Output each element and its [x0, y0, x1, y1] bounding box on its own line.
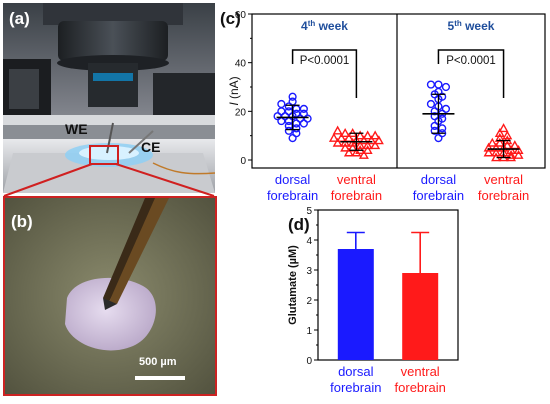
y-tick-label: 3: [306, 266, 312, 277]
data-point: [513, 145, 524, 155]
y-axis-label: Glutamate (µM): [287, 245, 299, 325]
subplot-title: 5th week: [448, 19, 495, 34]
y-tick-label: 60: [235, 10, 247, 21]
scale-bar-label: 500 µm: [139, 356, 177, 368]
category-label-line1: dorsal: [421, 172, 457, 187]
microscope-photo: WE CE (a): [3, 3, 215, 193]
data-point: [483, 142, 494, 152]
data-point: [355, 140, 366, 150]
panel-b-label: (b): [11, 212, 33, 231]
data-point: [441, 82, 451, 92]
tissue-photo: (b) 500 µm: [3, 196, 217, 396]
data-point: [288, 92, 297, 101]
zoom-connector: [3, 163, 215, 197]
panel-d-label: (d): [288, 215, 310, 234]
y-tick-label: 40: [235, 59, 247, 70]
data-point: [426, 99, 436, 109]
data-point: [483, 147, 494, 157]
category-label-line1: dorsal: [275, 172, 311, 187]
data-point: [340, 137, 351, 147]
data-point: [277, 99, 286, 109]
bar: [402, 273, 439, 360]
y-axis-label-symbol: I: [227, 102, 241, 106]
y-tick-label: 5: [306, 206, 312, 217]
data-point: [277, 107, 286, 116]
we-label: WE: [65, 121, 88, 137]
data-point: [340, 142, 351, 152]
data-point: [332, 137, 343, 147]
subplot-title: 4th week: [301, 19, 348, 34]
data-point: [491, 147, 502, 157]
data-point: [502, 130, 513, 140]
p-value-label: P<0.0001: [446, 55, 496, 67]
y-tick-label: 4: [306, 236, 312, 247]
category-label-line1: ventral: [401, 364, 440, 379]
data-point: [434, 80, 443, 89]
y-tick-label: 1: [306, 326, 312, 337]
category-label-line1: dorsal: [338, 364, 374, 379]
category-label-line1: ventral: [484, 172, 523, 187]
data-point: [343, 147, 354, 157]
data-point: [358, 135, 369, 145]
data-point: [494, 137, 505, 147]
data-point: [358, 149, 369, 159]
data-point: [498, 123, 509, 133]
data-point: [487, 137, 498, 147]
significance-bracket: [437, 49, 505, 98]
y-axis-label-unit: (nA): [227, 76, 241, 102]
zoom-box: [89, 145, 119, 165]
data-point: [292, 104, 301, 114]
data-point: [362, 130, 373, 140]
data-point: [328, 132, 339, 142]
category-label-line2: forebrain: [331, 188, 382, 203]
data-point: [506, 149, 517, 159]
category-label-line1: ventral: [337, 172, 376, 187]
y-axis-label: I (nA): [227, 76, 241, 105]
data-point: [366, 135, 377, 145]
data-point: [347, 137, 358, 147]
data-point: [299, 104, 308, 114]
data-point: [284, 126, 293, 135]
data-point: [494, 127, 505, 137]
significance-bracket: [291, 49, 358, 98]
y-tick-label: 0: [306, 356, 312, 367]
category-label-line2: forebrain: [267, 188, 318, 203]
data-point: [373, 135, 384, 145]
category-label-line2: forebrain: [413, 188, 464, 203]
panel-a-label: (a): [9, 9, 30, 28]
data-point: [441, 104, 451, 114]
y-tick-label: 2: [306, 296, 312, 307]
data-point: [426, 80, 436, 89]
data-point: [506, 145, 517, 155]
p-value-label: P<0.0001: [300, 55, 350, 67]
data-point: [362, 140, 373, 150]
category-label-line2: forebrain: [330, 380, 381, 395]
tissue-illustration: [5, 198, 215, 394]
data-point: [362, 145, 373, 155]
plot-frame: [251, 13, 546, 169]
bar: [337, 249, 374, 360]
data-point: [332, 125, 343, 135]
data-point: [491, 142, 502, 152]
category-label-line2: forebrain: [478, 188, 529, 203]
ce-label: CE: [141, 139, 161, 155]
data-point: [370, 130, 381, 140]
category-label-line2: forebrain: [395, 380, 446, 395]
data-point: [370, 140, 381, 150]
panel-c-label: (c): [220, 9, 241, 28]
y-tick-label: 20: [235, 107, 247, 118]
data-point: [351, 147, 362, 157]
y-tick-label: 0: [240, 156, 246, 167]
data-point: [340, 127, 351, 137]
data-point: [509, 140, 520, 150]
data-point: [438, 124, 447, 133]
data-point: [513, 149, 524, 159]
data-point: [355, 130, 366, 140]
